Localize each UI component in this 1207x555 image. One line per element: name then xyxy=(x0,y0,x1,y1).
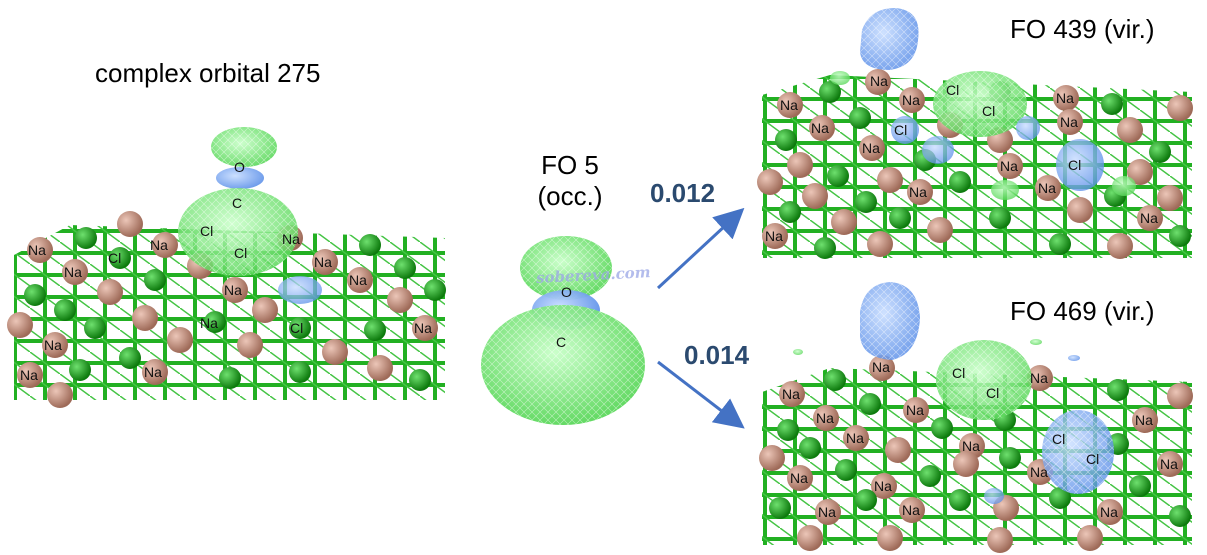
fo469-atom-na: Na xyxy=(1100,504,1118,520)
fo5-atom-o: O xyxy=(561,284,572,300)
fo439-atom-na: Na xyxy=(909,184,927,200)
atom-label-o: O xyxy=(234,159,245,175)
atom-grid-top-right xyxy=(757,69,1193,259)
fragment-orbital-5-panel: O C xyxy=(481,236,645,425)
atom-label-na: Na xyxy=(44,337,62,353)
fo5-label: FO 5 (occ.) xyxy=(528,150,612,212)
fo439-atom-na: Na xyxy=(780,97,798,113)
atom-label-na: Na xyxy=(144,364,162,380)
fo439-atom-cl: Cl xyxy=(894,122,907,138)
atom-label-na: Na xyxy=(314,254,332,270)
atom-label-na: Na xyxy=(282,231,300,247)
atom-label-na: Na xyxy=(200,315,218,331)
fo439-label: FO 439 (vir.) xyxy=(1010,14,1155,44)
fo439-atom-cl: Cl xyxy=(1068,157,1081,173)
fo469-atom-na: Na xyxy=(872,359,890,375)
fo469-atom-na: Na xyxy=(816,410,834,426)
fo439-atom-na: Na xyxy=(811,120,829,136)
coupling-value-bottom: 0.014 xyxy=(684,340,750,370)
arrow-to-fo469 xyxy=(657,360,745,429)
fo469-atom-na: Na xyxy=(902,502,920,518)
atom-label-c: C xyxy=(232,195,242,211)
atom-label-na: Na xyxy=(20,367,38,383)
atom-label-cl: Cl xyxy=(108,250,121,266)
fo5-atom-c: C xyxy=(556,334,566,350)
fo439-atom-na: Na xyxy=(1056,90,1074,106)
fo439-lobe-blue-right xyxy=(1056,139,1104,191)
atom-grid-left xyxy=(7,211,446,408)
atom-label-na: Na xyxy=(150,237,168,253)
fo439-atom-na: Na xyxy=(1060,114,1078,130)
fo469-atom-na: Na xyxy=(1135,412,1153,428)
fo469-atom-cl: Cl xyxy=(952,365,965,381)
complex-orbital-label: complex orbital 275 xyxy=(95,58,321,88)
fo469-label: FO 469 (vir.) xyxy=(1010,296,1155,326)
atom-label-na: Na xyxy=(224,282,242,298)
atom-label-na: Na xyxy=(414,320,432,336)
fo469-atom-na: Na xyxy=(790,470,808,486)
fo469-atom-na: Na xyxy=(1030,370,1048,386)
coupling-value-top: 0.012 xyxy=(650,178,716,208)
orbital-lobe-blue-middle xyxy=(216,167,264,189)
fo469-atom-na: Na xyxy=(906,402,924,418)
atom-label-na: Na xyxy=(349,272,367,288)
atom-label-cl: Cl xyxy=(290,320,303,336)
fo469-atom-na: Na xyxy=(846,430,864,446)
fo5-label-line2: (occ.) xyxy=(537,181,603,212)
fo439-atom-na: Na xyxy=(902,92,920,108)
fo439-lobe-blue-left xyxy=(891,116,919,144)
fo469-atom-cl: Cl xyxy=(1052,431,1065,447)
complex-orbital-panel: O C Cl Cl Na Na Na Cl Na Na Na Na Na Cl … xyxy=(7,127,446,408)
fo469-atom-cl: Cl xyxy=(1086,451,1099,467)
fo439-atom-na: Na xyxy=(1038,180,1056,196)
fo469-atom-na: Na xyxy=(962,438,980,454)
fo439-atom-na: Na xyxy=(765,228,783,244)
fo469-atom-na: Na xyxy=(1160,456,1178,472)
fo439-atom-na: Na xyxy=(870,73,888,89)
atom-label-na: Na xyxy=(64,264,82,280)
fo469-atom-na: Na xyxy=(874,478,892,494)
fo469-atom-na: Na xyxy=(782,386,800,402)
fo469-atom-cl: Cl xyxy=(986,385,999,401)
fo439-atom-cl: Cl xyxy=(946,82,959,98)
fo469-atom-na: Na xyxy=(1030,464,1048,480)
arrow-to-fo439 xyxy=(656,207,745,290)
atom-label-cl: Cl xyxy=(234,245,247,261)
fo439-atom-na: Na xyxy=(862,140,880,156)
atom-label-na: Na xyxy=(28,242,46,258)
atom-grid-bottom-right xyxy=(759,355,1193,553)
fo439-atom-na: Na xyxy=(1140,210,1158,226)
fo469-atom-na: Na xyxy=(818,504,836,520)
atom-label-cl: Cl xyxy=(200,223,213,239)
fo5-label-line1: FO 5 xyxy=(541,150,599,180)
fragment-orbital-469-panel: Cl Cl Cl Cl Na Na Na Na Na Na Na Na Na N… xyxy=(759,282,1193,553)
fragment-orbital-439-panel: Cl Cl Na Na Na Na Na Na Na Cl Cl Na Na N… xyxy=(757,8,1193,259)
fo439-atom-na: Na xyxy=(1000,158,1018,174)
orbital-lobe-blue-small xyxy=(278,276,322,304)
fo439-atom-cl: Cl xyxy=(982,103,995,119)
